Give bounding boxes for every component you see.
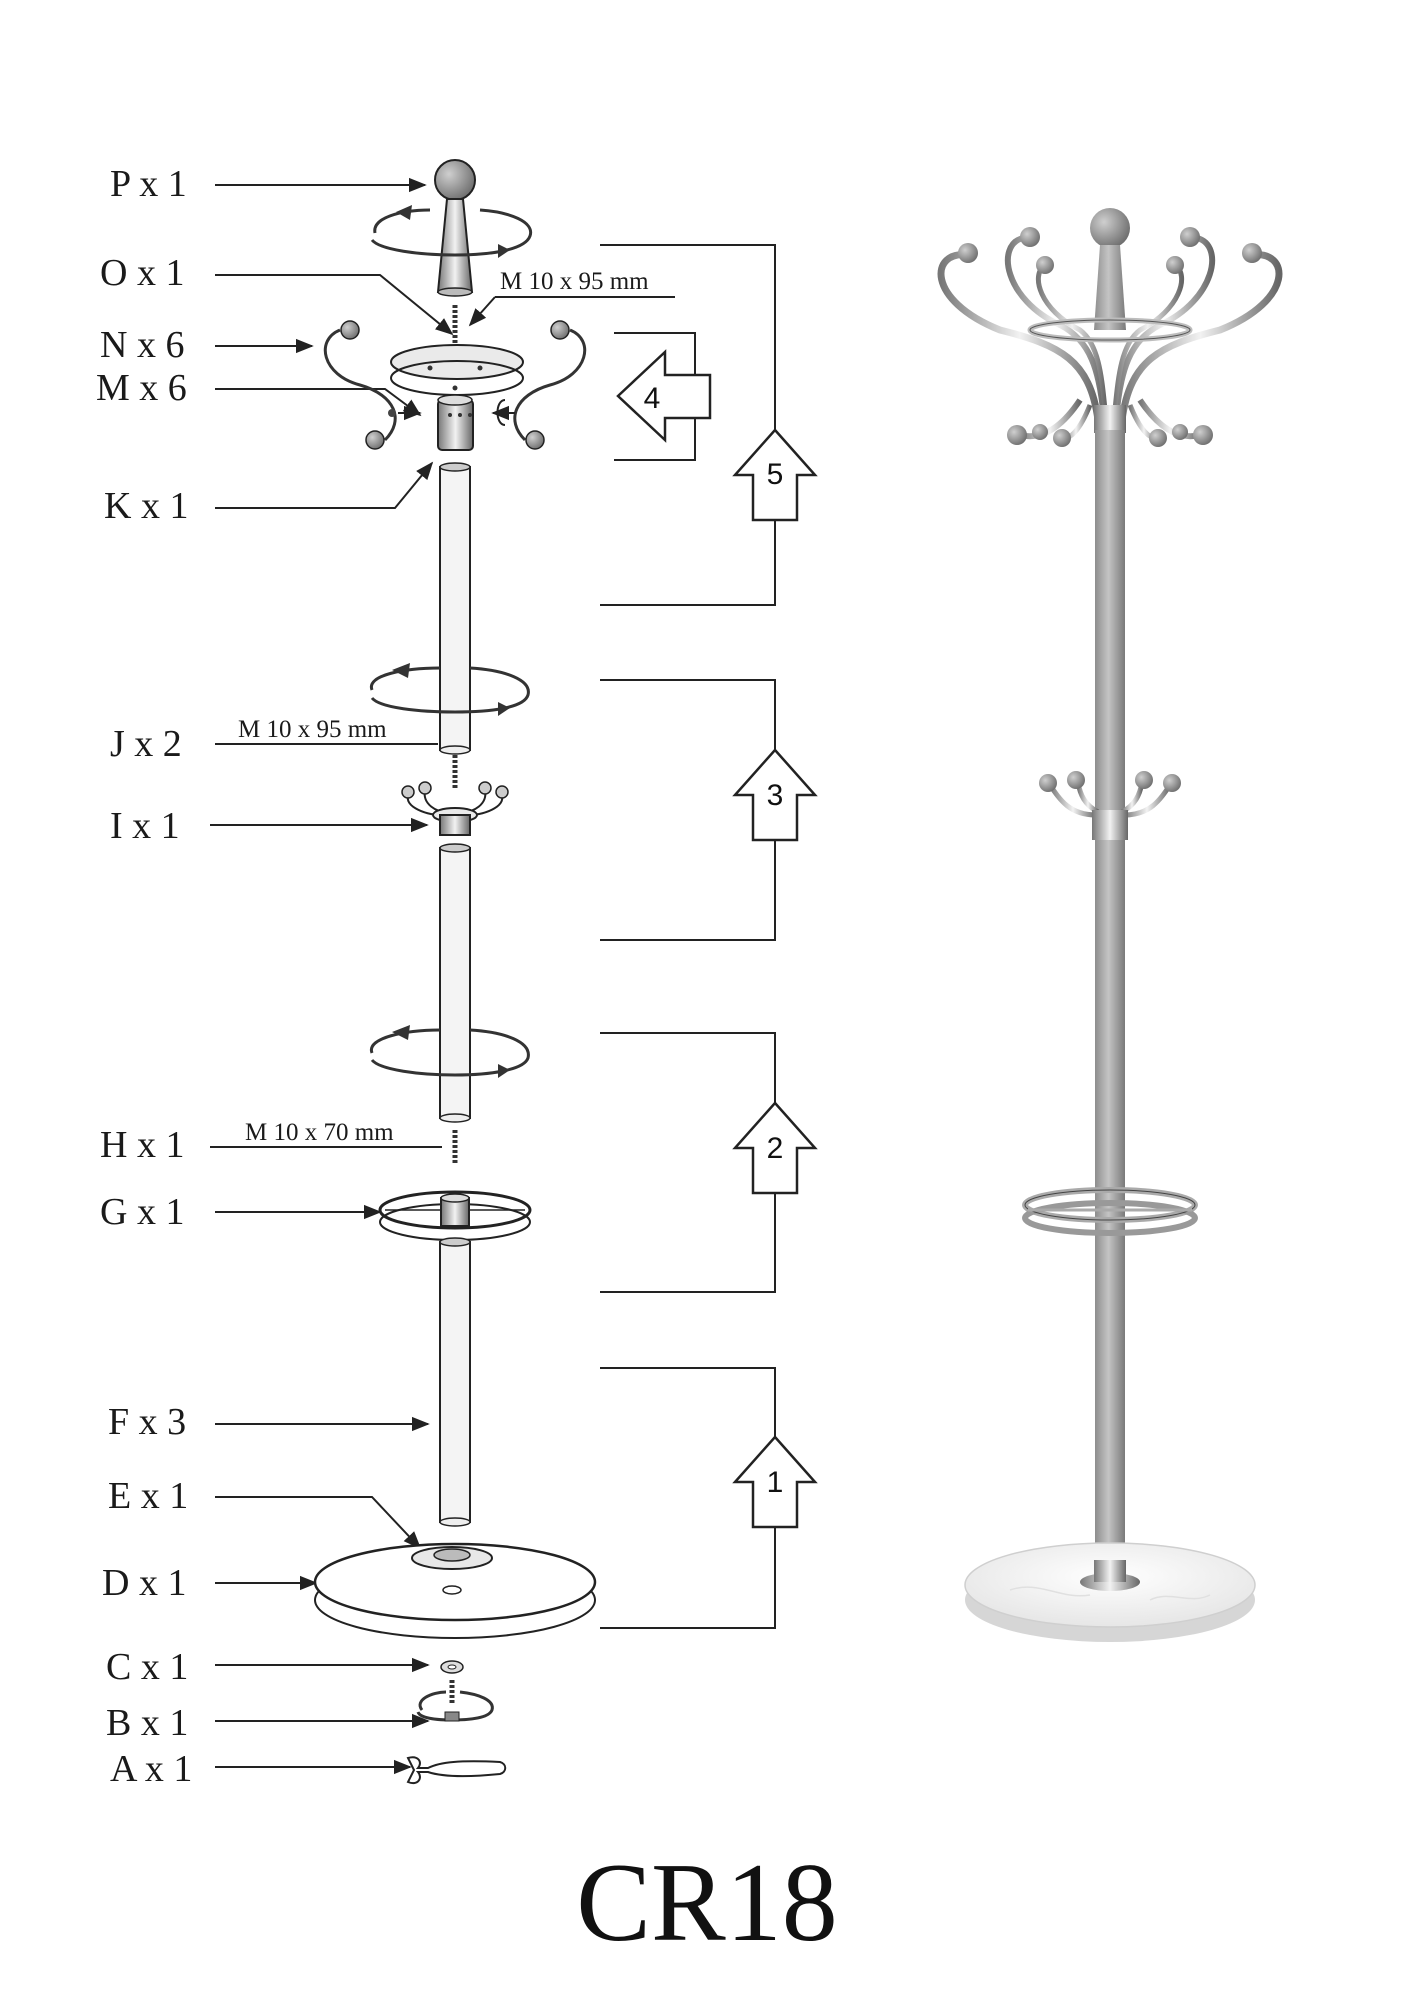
rotate-arrow-top-icon	[370, 205, 533, 258]
step-5-arrow-icon: 5	[732, 428, 818, 522]
model-code: CR18	[576, 1841, 837, 1965]
hub-drawing	[388, 394, 515, 451]
rotate-arrow-upper-icon	[370, 663, 530, 716]
assembled-coat-stand-image	[937, 208, 1283, 1642]
bolt-spec-upper: M 10 x 95 mm	[500, 268, 649, 295]
part-label-f: F x 3	[108, 1401, 186, 1443]
part-labels: P x 1 O x 1 N x 6 M x 6 K x 1 J x 2 I x …	[96, 163, 192, 1790]
step-2-arrow-icon: 2	[732, 1101, 818, 1195]
pole-lower-drawing	[439, 1237, 471, 1527]
bolt-specs: M 10 x 95 mm M 10 x 95 mm M 10 x 70 mm	[238, 268, 675, 1146]
washer-drawing	[440, 1660, 464, 1674]
bolt-spec-middle: M 10 x 95 mm	[238, 716, 387, 743]
step-indicators: 5 3 2 1 4	[600, 244, 818, 1629]
middle-hook-ring-drawing	[401, 781, 509, 836]
rotate-arrow-middle-icon	[370, 1025, 530, 1078]
part-label-p: P x 1	[110, 163, 187, 205]
umbrella-ring-drawing	[378, 1190, 532, 1241]
step-1-arrow-icon: 1	[732, 1435, 818, 1529]
pole-upper-drawing	[439, 462, 471, 755]
step-2-label: 2	[767, 1132, 784, 1165]
part-label-d: D x 1	[102, 1562, 186, 1604]
step-3-label: 3	[767, 779, 784, 812]
wrench-drawing	[406, 1756, 507, 1784]
upper-hook-assembly-drawing	[323, 320, 587, 450]
marble-base-drawing	[313, 1542, 597, 1639]
part-label-a: A x 1	[110, 1748, 192, 1790]
part-label-i: I x 1	[110, 805, 180, 847]
exploded-assembly	[313, 159, 597, 1784]
base-bolt-drawing	[416, 1680, 494, 1722]
part-label-n: N x 6	[100, 324, 184, 366]
part-label-o: O x 1	[100, 252, 184, 294]
step-4-arrow-icon: 4	[616, 349, 712, 443]
part-label-k: K x 1	[104, 485, 188, 527]
pole-middle-drawing	[439, 843, 471, 1123]
part-label-b: B x 1	[106, 1702, 188, 1744]
top-knob-drawing	[434, 159, 476, 297]
step-1-label: 1	[767, 1466, 784, 1499]
leader-arrows	[210, 177, 454, 1775]
step-3-arrow-icon: 3	[732, 748, 818, 842]
part-label-c: C x 1	[106, 1646, 188, 1688]
step-4-label: 4	[644, 382, 661, 415]
step-5-label: 5	[767, 458, 784, 491]
part-label-h: H x 1	[100, 1124, 184, 1166]
part-label-g: G x 1	[100, 1191, 184, 1233]
part-label-j: J x 2	[110, 723, 182, 765]
part-label-m: M x 6	[96, 367, 187, 409]
bolt-spec-lower: M 10 x 70 mm	[245, 1119, 394, 1146]
part-label-e: E x 1	[108, 1475, 188, 1517]
